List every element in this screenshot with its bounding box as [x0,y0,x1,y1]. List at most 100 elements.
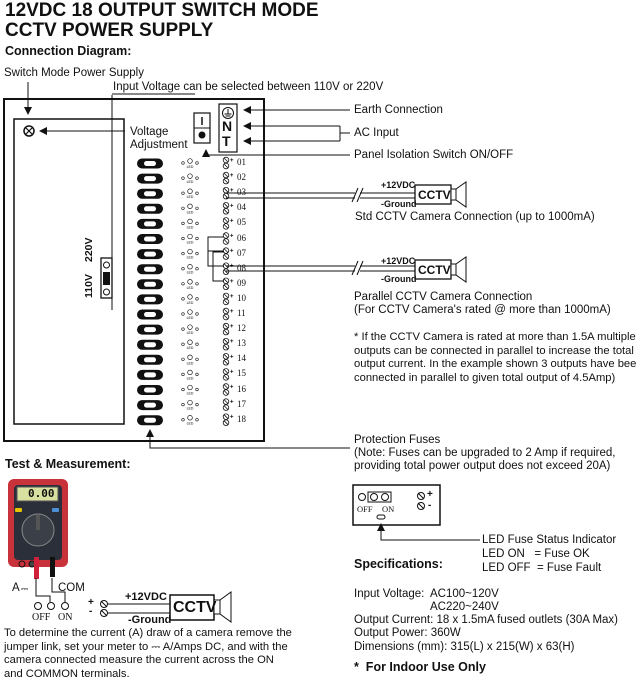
svg-text:LED: LED [187,225,194,229]
svg-text:+: + [230,264,234,270]
output-row-08: LED + [137,262,234,275]
spec-dimensions: Dimensions (mm): 315(L) x 215(W) x 63(H) [354,641,575,653]
parallel-vdc-label: +12VDC [381,256,416,266]
std-vdc-label: +12VDC [381,180,416,190]
parallel-ground-label: -Ground [381,274,417,284]
test-cctv-label: CCTV [173,599,217,616]
multimeter-icon [8,479,68,579]
svg-text:+: + [230,218,234,224]
output-number-02: 02 [237,172,246,183]
dc-symbol-icon: ⎓ [21,584,29,594]
output-row-02: LED+ [137,171,234,185]
led-icon-10 [187,294,193,300]
led-icon-11 [187,309,193,315]
led-icon-07 [187,248,193,255]
spec-output-power: Output Power: 360W [354,627,461,639]
test-wiring [34,578,170,617]
output-row-17: LED+ [137,398,234,411]
output-row-10: LED + [137,292,234,306]
svg-text:+: + [230,354,234,360]
output-number-04: 04 [237,202,246,213]
led-icon-03 [187,188,193,194]
voltage-adjust-label-1: Voltage [130,126,169,138]
spec-input-voltage-1: AC100~120V [430,588,499,600]
fuse-minus-label: - [428,500,432,511]
svg-text:LED: LED [187,165,194,169]
smps-label: Switch Mode Power Supply [4,67,144,79]
spec-input-voltage-label: Input Voltage: [354,588,425,600]
input-voltage-label: Input Voltage can be selected between 11… [113,81,384,93]
svg-text:+: + [230,400,234,406]
led-icon-01 [187,158,193,164]
spec-input-voltage-2: AC220~240V [430,601,499,613]
led-icon-14 [187,354,193,360]
svg-text:LED: LED [187,241,194,245]
svg-text:+: + [230,324,234,330]
psu-outline [3,98,265,442]
led-icon-05 [187,218,193,225]
output-number-05: 05 [237,217,246,228]
output-row-05: LED + [137,217,234,230]
parallel-cctv-camera-icon [414,256,467,283]
svg-text:LED: LED [187,392,194,396]
output-row-16: LED+ [137,383,234,396]
test-vdc-label: +12VDC [125,591,167,603]
test-on-label: ON [58,612,73,623]
output-number-14: 14 [237,353,246,364]
svg-text:LED: LED [187,422,194,426]
terminal-t: T [222,133,231,149]
led-on-line: LED ON = Fuse OK [482,548,590,560]
voltage-adjust-icon [23,125,35,137]
std-cctv-camera-icon [414,181,467,208]
svg-text:+: + [230,234,234,240]
title-line-1: 12VDC 18 OUTPUT SWITCH MODE [5,0,319,21]
output-number-11: 11 [237,308,246,318]
fuses-note-2: providing total power output does not ex… [354,460,611,472]
output-number-12: 12 [237,323,246,334]
output-row-06: LED + [137,232,234,245]
svg-text:+: + [230,249,234,255]
earth-icon [222,107,234,119]
output-number-06: 06 [237,232,246,243]
svg-text:LED: LED [187,271,194,275]
svg-text:LED: LED [187,346,194,350]
led-icon-13 [187,339,193,345]
output-row-04: LED+ [137,202,234,215]
parallel-camera-wires [226,260,415,276]
svg-text:+: + [230,339,234,345]
test-heading: Test & Measurement: [5,457,131,471]
connection-heading: Connection Diagram: [5,44,132,58]
svg-text:LED: LED [187,195,194,199]
terminal-n: N [222,118,233,134]
output-number-09: 09 [237,277,246,288]
led-off-line: LED OFF = Fuse Fault [482,562,602,574]
specs-heading: Specifications: [354,557,443,571]
svg-text:+: + [230,203,234,209]
output-row-13: LED + [137,338,234,351]
svg-text:+: + [230,158,234,164]
voltage-220-label: 220V [83,237,95,262]
svg-text:+: + [230,294,234,300]
led-icon-09 [187,279,193,285]
output-number-13: 13 [237,338,246,349]
parallel-caption-2: (For CCTV Camera's rated @ more than 100… [354,304,611,316]
parallel-jumpers [207,236,224,282]
test-minus-label: - [89,606,93,617]
fuse-plus-label: + [427,489,433,500]
ac-input-label: AC Input [354,127,399,139]
led-icon-02 [187,173,193,179]
led-icon-15 [187,369,193,376]
svg-text:LED: LED [187,180,194,184]
test-description: To determine the current (A) draw of a c… [4,627,292,680]
svg-text:LED: LED [187,331,194,335]
test-ground-label: -Ground [128,614,172,626]
output-row-18: LED+ [137,413,234,426]
led-icon-18 [187,415,193,421]
output-number-18: 18 [237,413,246,424]
meter-display: 0.00 [28,487,55,500]
svg-text:LED: LED [187,301,194,305]
voltage-adjust-label-2: Adjustment [130,139,188,151]
voltage-110-label: 110V [83,274,95,298]
led-icon-04 [187,203,193,209]
